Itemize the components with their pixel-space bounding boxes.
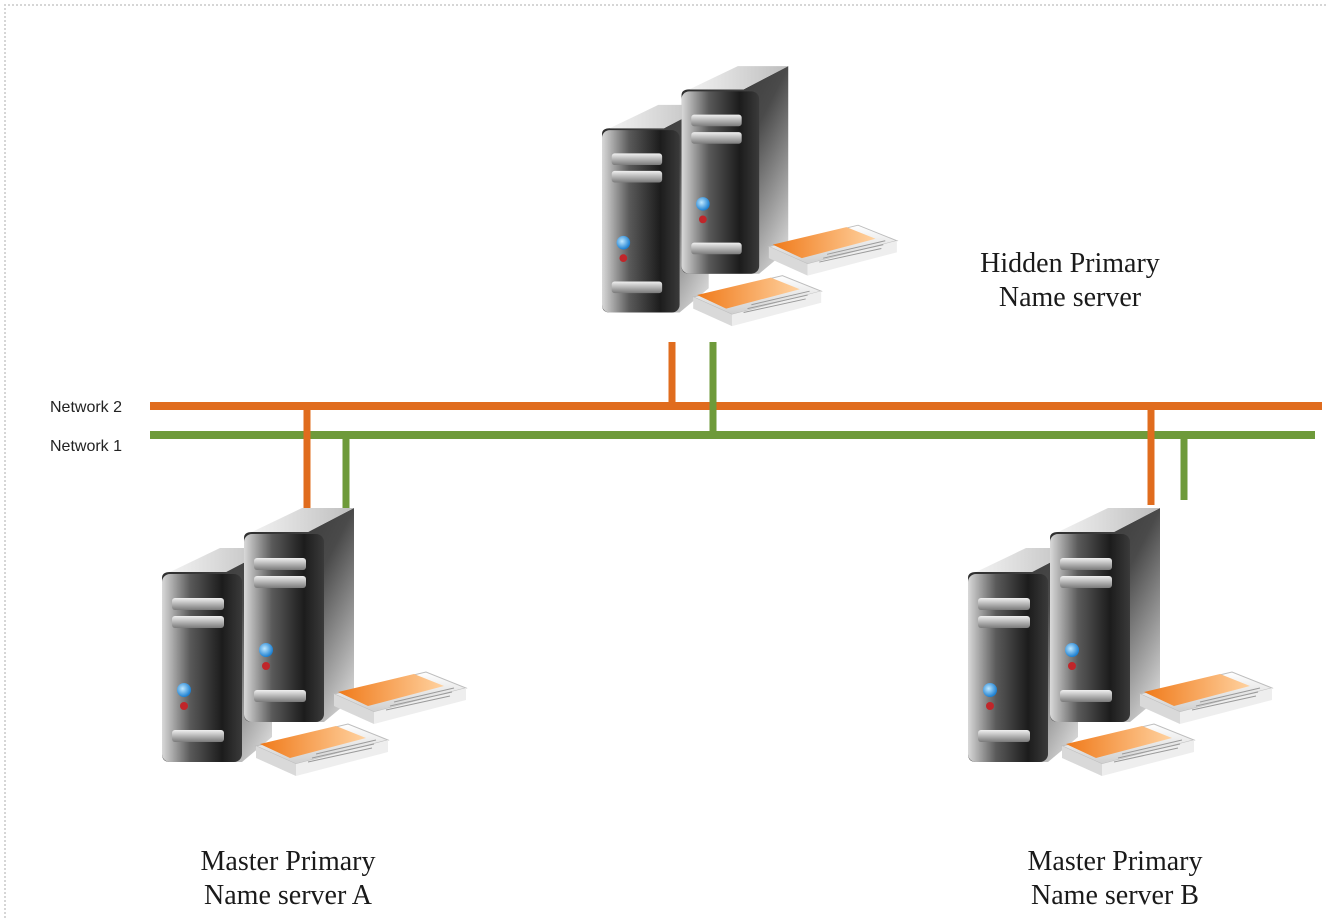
hidden-server-label-line1: Hidden Primary [980,248,1160,279]
master-a-label-line1: Master Primary [201,846,376,877]
master-a-server-icon [162,508,466,776]
master-a-label-line2: Name server A [204,880,373,911]
hidden-server-label-line2: Name server [999,282,1142,313]
master-b-label-line1: Master Primary [1028,846,1203,877]
hidden-primary-server-icon [602,66,897,326]
network-1-label: Network 1 [50,438,122,455]
network-2-label: Network 2 [50,399,122,416]
master-b-label-line2: Name server B [1031,880,1199,911]
master-b-server-icon [968,508,1272,776]
